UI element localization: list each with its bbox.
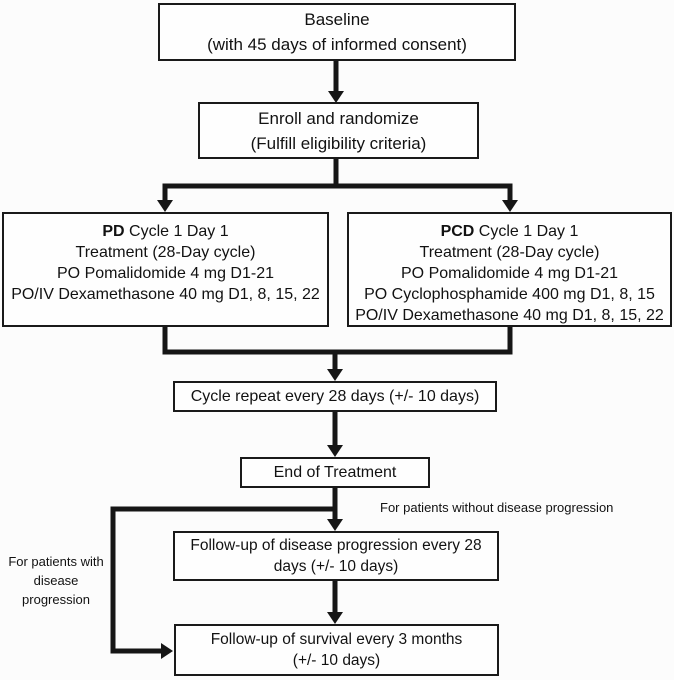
enroll-randomize-box: Enroll and randomize (Fulfill eligibilit… — [198, 102, 479, 159]
cycle-repeat-text: Cycle repeat every 28 days (+/- 10 days) — [190, 387, 480, 405]
arrow-eot-to-followup-progression — [327, 487, 343, 531]
pcd-arm-abbr: PCD — [440, 223, 475, 240]
followup-survival-box: Follow-up of survival every 3 months (+/… — [174, 624, 499, 676]
cycle-repeat-box: Cycle repeat every 28 days (+/- 10 days) — [173, 381, 497, 412]
end-of-treatment-text: End of Treatment — [273, 463, 397, 481]
pcd-arm-title: PCD Cycle 1 Day 1 — [349, 221, 670, 242]
pcd-arm-box: PCD Cycle 1 Day 1 Treatment (28-Day cycl… — [347, 212, 672, 327]
label-with-progression: For patients with disease progression — [0, 552, 112, 609]
arrow-branch-to-pd — [157, 184, 173, 212]
followup-progression-box: Follow-up of disease progression every 2… — [173, 531, 499, 581]
pd-arm-line: PO/IV Dexamethasone 40 mg D1, 8, 15, 22 — [11, 286, 320, 303]
pd-arm-title-rest: Cycle 1 Day 1 — [124, 223, 229, 240]
arrow-branch-to-pcd — [502, 184, 518, 212]
pd-arm-title: PD Cycle 1 Day 1 — [4, 221, 327, 242]
pd-arm-abbr: PD — [102, 223, 125, 240]
enroll-subtitle: (Fulfill eligibility criteria) — [250, 133, 427, 153]
pcd-arm-line: Treatment (28-Day cycle) — [419, 244, 600, 261]
pd-arm-line: Treatment (28-Day cycle) — [75, 244, 256, 261]
label-with-progression-line: progression — [22, 592, 90, 607]
pd-arm-box: PD Cycle 1 Day 1 Treatment (28-Day cycle… — [2, 212, 329, 327]
arrow-baseline-to-enroll — [328, 60, 344, 103]
followup-survival-line: (+/- 10 days) — [292, 652, 381, 669]
arrow-merge-to-cycle-repeat — [327, 350, 343, 381]
baseline-subtitle: (with 45 days of informed consent) — [207, 35, 467, 54]
pd-arm-line: PO Pomalidomide 4 mg D1-21 — [57, 265, 274, 282]
end-of-treatment-box: End of Treatment — [240, 457, 430, 488]
baseline-title: Baseline — [304, 10, 370, 29]
pcd-arm-line: PO Pomalidomide 4 mg D1-21 — [401, 265, 618, 282]
pcd-arm-line: PO Cyclophosphamide 400 mg D1, 8, 15 — [364, 286, 655, 303]
arrow-fup-to-fus — [327, 581, 343, 624]
connector-arms-merge — [162, 326, 513, 355]
label-without-progression: For patients without disease progression — [380, 500, 614, 515]
followup-survival-line: Follow-up of survival every 3 months — [210, 631, 463, 648]
connector-enroll-to-branch — [162, 158, 513, 189]
label-with-progression-line: For patients with — [8, 554, 104, 569]
followup-progression-line: Follow-up of disease progression every 2… — [190, 537, 482, 554]
enroll-title: Enroll and randomize — [258, 108, 419, 128]
followup-progression-line: days (+/- 10 days) — [273, 558, 399, 575]
baseline-box: Baseline (with 45 days of informed conse… — [158, 3, 516, 61]
pcd-arm-line: PO/IV Dexamethasone 40 mg D1, 8, 15, 22 — [355, 307, 664, 324]
pcd-arm-title-rest: Cycle 1 Day 1 — [474, 223, 579, 240]
label-with-progression-line: disease — [33, 573, 79, 588]
arrow-cycle-to-end-of-treatment — [327, 411, 343, 457]
